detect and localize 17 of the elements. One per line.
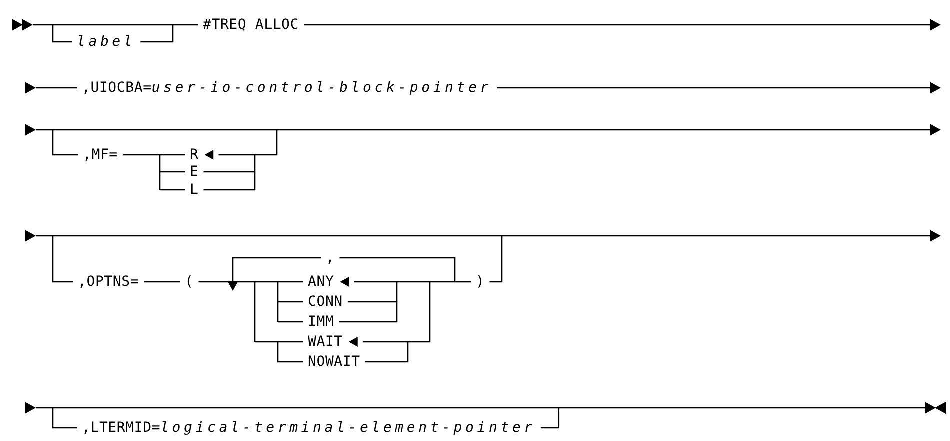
syntax-keyword: IMM: [308, 314, 334, 330]
syntax-keyword: WAIT: [308, 334, 343, 350]
syntax-keyword: ,: [326, 250, 335, 266]
placeholder-text: label: [77, 34, 136, 50]
syntax-keyword: E: [190, 164, 199, 180]
syntax-keyword: NOWAIT: [308, 354, 360, 370]
syntax-keyword: ,LTERMID=logical-terminal-element-pointer: [82, 420, 536, 436]
syntax-keyword: ): [476, 274, 485, 290]
syntax-keyword: #TREQ ALLOC: [203, 17, 300, 33]
syntax-keyword: ANY: [308, 274, 334, 290]
syntax-keyword: (: [185, 274, 194, 290]
syntax-keyword: ,MF=: [83, 147, 118, 163]
syntax-keyword: CONN: [308, 294, 343, 310]
syntax-keyword: ,UIOCBA=user-io-control-block-pointer: [82, 80, 492, 96]
syntax-keyword: L: [190, 182, 199, 198]
syntax-keyword: R: [190, 147, 199, 163]
syntax-keyword: ,OPTNS=: [78, 274, 140, 290]
